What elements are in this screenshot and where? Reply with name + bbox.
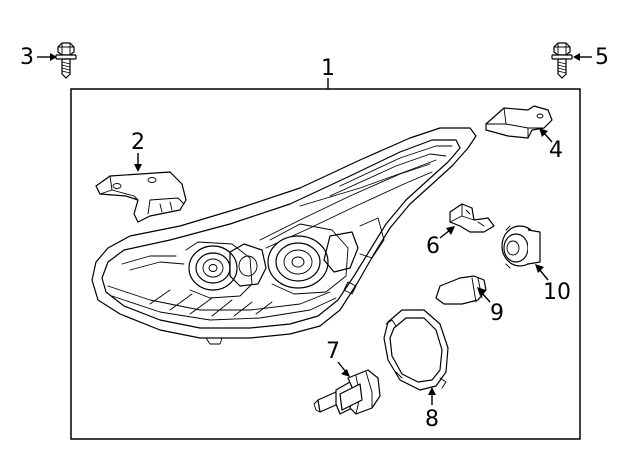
callout-6-arrowhead <box>446 226 455 235</box>
callout-4-arrow <box>543 132 553 143</box>
assembly-frame <box>70 88 581 440</box>
callout-4: 4 <box>549 138 563 163</box>
callout-9-arrowhead <box>477 287 486 296</box>
callout-2: 2 <box>131 130 145 155</box>
callout-3-arrowhead <box>50 53 57 61</box>
callout-5-arrowhead <box>573 53 580 61</box>
bolt-right-icon <box>551 42 573 79</box>
callout-2-arrowhead <box>134 164 142 172</box>
headlamp-assembly <box>91 127 477 345</box>
callout-8: 8 <box>425 407 439 432</box>
mounting-bracket-right <box>485 105 553 139</box>
callout-7-arrow <box>337 361 347 373</box>
callout-1: 1 <box>321 56 335 81</box>
bulb-socket <box>501 225 541 269</box>
headlamp-bulb <box>313 369 381 415</box>
callout-6-arrow <box>439 229 451 239</box>
callout-9: 9 <box>490 301 504 326</box>
callout-3: 3 <box>20 45 34 70</box>
connector-clip <box>449 203 495 233</box>
callout-7: 7 <box>326 339 340 364</box>
callout-5: 5 <box>595 45 609 70</box>
callout-6: 6 <box>426 234 440 259</box>
mounting-bracket-left <box>95 171 187 223</box>
callout-8-arrowhead <box>428 387 436 395</box>
callout-4-arrowhead <box>539 128 548 137</box>
callout-9-arrow <box>480 291 491 303</box>
bolt-left-icon <box>55 42 77 79</box>
callout-10-arrow <box>538 268 549 281</box>
access-cover <box>383 309 449 391</box>
callout-10: 10 <box>543 280 571 305</box>
callout-10-arrowhead <box>535 264 544 273</box>
callout-7-arrowhead <box>341 369 350 377</box>
